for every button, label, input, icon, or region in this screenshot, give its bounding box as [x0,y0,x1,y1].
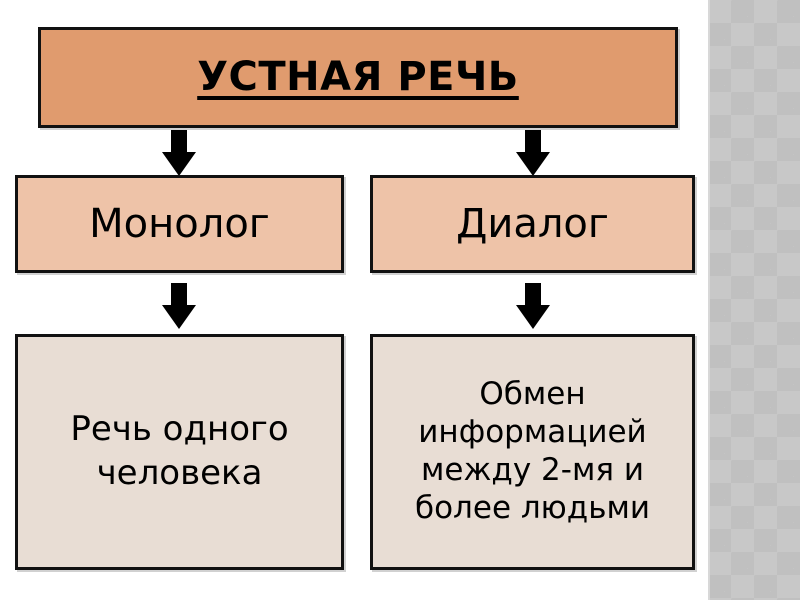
diagram-node-monolog: Монолог [15,175,344,273]
diagram-node-dialog: Диалог [370,175,695,273]
diagram-node-title: УСТНАЯ РЕЧЬ [38,27,678,128]
arrow-down-icon [516,283,550,329]
arrow-stem [525,283,541,307]
diagram-node-title-label: УСТНАЯ РЕЧЬ [197,54,519,101]
arrow-down-icon [162,283,196,329]
panel-edge-divider [708,0,710,600]
decorative-checkered-panel [708,0,800,600]
diagram-node-monolog-description-label: Речь одного человека [70,409,289,493]
arrow-stem [171,130,187,154]
diagram-node-dialog-description: Обмен информацией между 2-мя и более люд… [370,334,695,570]
diagram-node-monolog-description: Речь одного человека [15,334,344,570]
arrow-stem [525,130,541,154]
arrow-down-icon [162,130,196,176]
arrow-stem [171,283,187,307]
diagram-node-dialog-label: Диалог [456,200,609,247]
arrow-head [516,305,550,329]
diagram-node-dialog-description-label: Обмен информацией между 2-мя и более люд… [414,376,651,526]
arrow-head [162,152,196,176]
arrow-down-icon [516,130,550,176]
diagram-node-monolog-label: Монолог [89,200,270,247]
arrow-head [516,152,550,176]
arrow-head [162,305,196,329]
